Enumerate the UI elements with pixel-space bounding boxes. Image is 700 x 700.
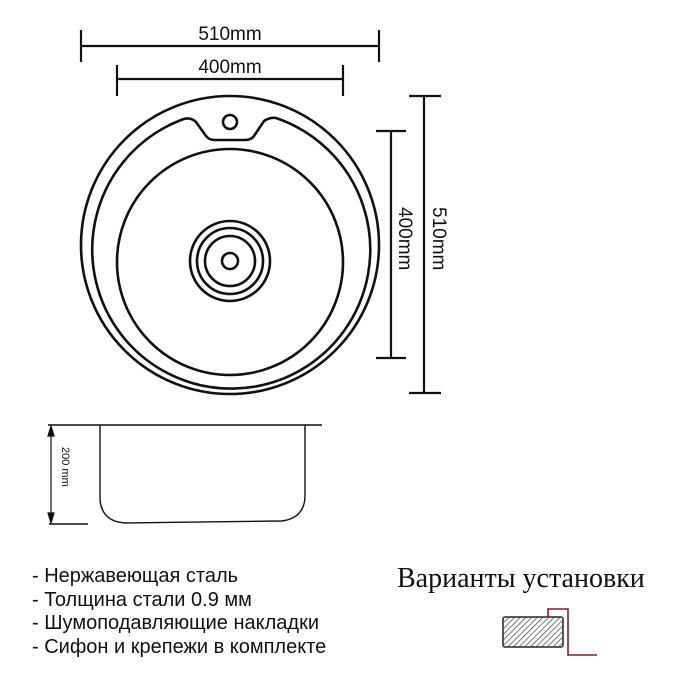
countertop-mount-icon [502,608,597,656]
feature-item: - Сифон и крепежи в комплекте [32,635,327,658]
faucet-hole [221,113,239,131]
dimension-width-510 [79,30,381,62]
sink-rim-inner [90,116,372,390]
drain-ring-outer [188,219,272,303]
feature-item: - Нержавеющая сталь [32,565,239,587]
sink-top-view [79,94,381,396]
drain-ring-inner [203,234,257,288]
dimension-width-400 [115,65,345,96]
sink-side-view [48,424,322,525]
bowl-edge [115,147,345,377]
installation-title: Варианты установки [397,563,645,594]
drain-center [220,251,240,271]
feature-item: - Толщина стали 0.9 мм [32,588,252,611]
depth-arrow [47,423,55,526]
depth-label: 200 mm [59,447,71,487]
sink-rim-outer [79,94,381,396]
outer-width-label: 510mm [198,24,262,45]
feature-list: - Нержавеющая сталь - Толщина стали 0.9 … [32,565,326,659]
drain-ring-middle [195,226,265,296]
bowl-height-label: 400mm [394,207,415,271]
dimension-height-510 [409,94,441,395]
feature-item: - Шумоподавляющие накладки [32,612,320,634]
bowl-width-label: 400mm [198,57,262,78]
outer-height-label: 510mm [428,207,449,271]
dimension-height-400 [376,129,406,360]
